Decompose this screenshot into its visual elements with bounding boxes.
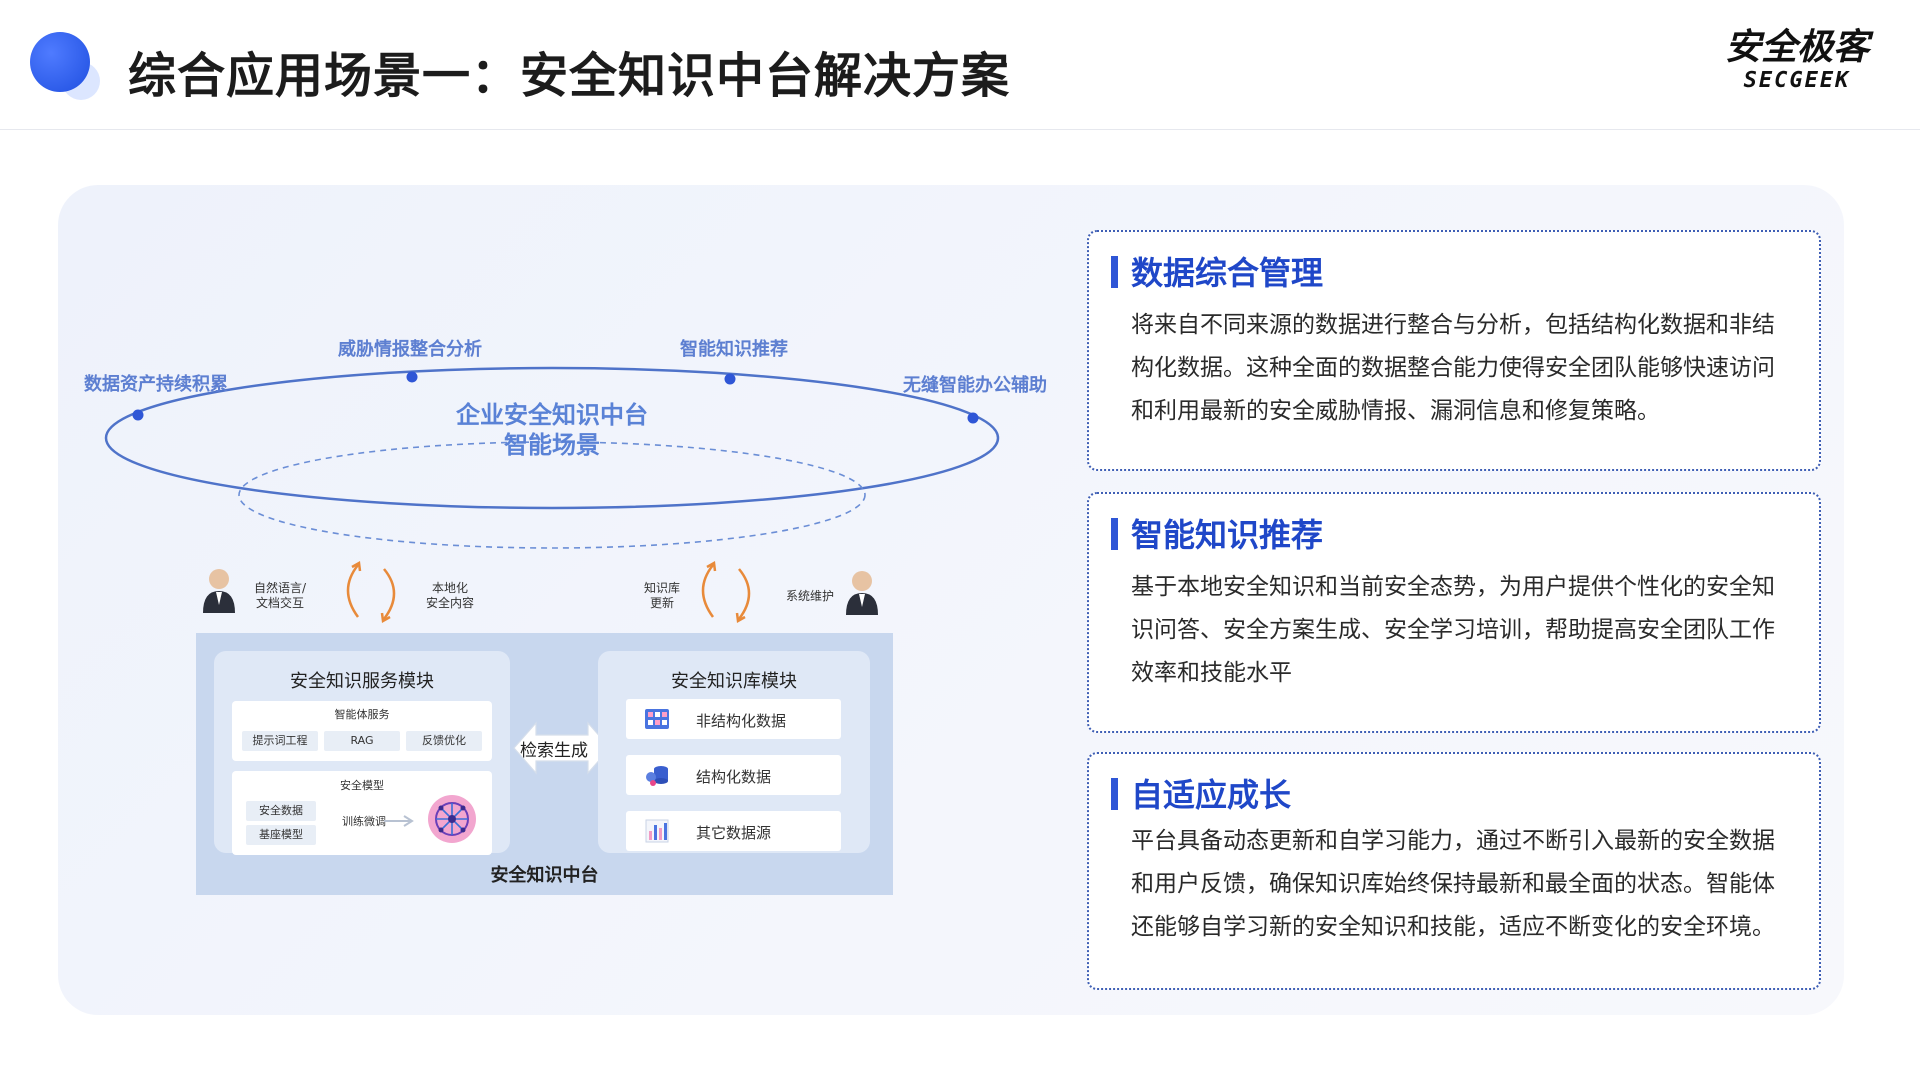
card-title: 自适应成长 [1131, 776, 1292, 814]
ring-center-title: 企业安全知识中台 智能场景 [452, 400, 652, 460]
left-interaction-label-right: 本地化 安全内容 [426, 581, 474, 611]
chip-security-data: 安全数据 [246, 801, 316, 821]
chip-feedback-optimization: 反馈优化 [406, 731, 482, 751]
lib-item-structured-label: 结构化数据 [696, 768, 772, 786]
platform-title: 安全知识中台 [490, 865, 599, 886]
agent-service-title: 智能体服务 [334, 708, 390, 721]
grid-data-icon [645, 709, 669, 729]
train-finetune-label: 训练微调 [342, 815, 386, 828]
library-module-title: 安全知识库模块 [671, 671, 797, 692]
database-icon [646, 766, 668, 786]
right-exchange-arrows-icon [701, 560, 751, 624]
ring-center-line-2: 智能场景 [504, 431, 600, 459]
ring-node-4 [967, 412, 979, 424]
library-module: 安全知识库模块 非结构化数据 [598, 651, 870, 853]
architecture-diagram: 数据资产持续积累 威胁情报整合分析 智能知识推荐 无缝智能办公辅助 企业安全知识… [58, 185, 1058, 1015]
service-module: 安全知识服务模块 智能体服务 提示词工程 RAG 反馈优化 安全模型 安全数据 … [214, 651, 510, 855]
page-title: 综合应用场景一：安全知识中台解决方案 [128, 48, 1011, 104]
knowledge-platform: 安全知识服务模块 智能体服务 提示词工程 RAG 反馈优化 安全模型 安全数据 … [196, 633, 893, 895]
ring-label-data-assets: 数据资产持续积累 [84, 374, 228, 395]
diagram-rings [104, 366, 1000, 624]
retrieval-generation-label: 检索生成 [520, 741, 588, 761]
ring-node-2 [406, 371, 418, 383]
service-module-title: 安全知识服务模块 [290, 671, 434, 692]
card-body: 将来自不同来源的数据进行整合与分析，包括结构化数据和非结构化数据。这种全面的数据… [1131, 312, 1775, 424]
kb-update-line-1: 知识库 [644, 581, 681, 595]
user-person-icon [203, 569, 235, 613]
header: 综合应用场景一：安全知识中台解决方案 安全极客 SECGEEK [0, 0, 1920, 130]
right-interaction-label-left: 知识库 更新 [644, 581, 680, 611]
chip-prompt-engineering: 提示词工程 [242, 731, 318, 751]
card-accent-bar [1111, 256, 1118, 288]
train-arrow-icon [384, 815, 414, 827]
ring-label-office-assist: 无缝智能办公辅助 [903, 375, 1047, 396]
card-accent-bar [1111, 518, 1118, 550]
logo-en-text: SECGEEK [1743, 68, 1851, 93]
local-content-line-1: 本地化 [432, 581, 469, 595]
nl-doc-line-1: 自然语言/ [254, 581, 307, 595]
card-body: 基于本地安全知识和当前安全态势，为用户提供个性化的安全知识问答、安全方案生成、安… [1131, 574, 1775, 686]
left-exchange-arrows-icon [346, 560, 396, 624]
bar-chart-icon [645, 819, 669, 843]
brand-logo: 安全极客 SECGEEK [1722, 26, 1872, 93]
card-accent-bar [1111, 778, 1118, 810]
card-adaptive-growth: 自适应成长 平台具备动态更新和自学习能力，通过不断引入最新的安全数据和用户反馈，… [1087, 752, 1821, 990]
agent-service-box: 智能体服务 提示词工程 RAG 反馈优化 [232, 701, 492, 761]
ring-label-threat-intel: 威胁情报整合分析 [338, 339, 482, 360]
logo-cn-text: 安全极客 [1724, 26, 1869, 68]
security-model-title: 安全模型 [340, 779, 384, 792]
inner-dashed-ring [238, 441, 866, 549]
card-title: 数据综合管理 [1131, 254, 1324, 292]
neural-brain-icon [428, 795, 476, 843]
lib-item-unstructured: 非结构化数据 [626, 699, 841, 739]
lib-item-other-label: 其它数据源 [696, 824, 772, 842]
ring-center-line-1: 企业安全知识中台 [456, 401, 648, 429]
ring-node-3 [724, 373, 736, 385]
chip-rag: RAG [324, 731, 400, 751]
security-model-box: 安全模型 安全数据 基座模型 训练微调 [232, 771, 492, 855]
ring-label-recommend: 智能知识推荐 [680, 339, 788, 360]
lib-item-other: 其它数据源 [626, 811, 841, 851]
card-title: 智能知识推荐 [1131, 516, 1324, 554]
outer-ring [104, 366, 1000, 510]
admin-person-icon [846, 571, 878, 615]
lib-item-structured: 结构化数据 [626, 755, 841, 795]
chip-base-model: 基座模型 [246, 825, 316, 845]
kb-update-line-2: 更新 [650, 596, 675, 610]
card-body: 平台具备动态更新和自学习能力，通过不断引入最新的安全数据和用户反馈，确保知识库始… [1131, 828, 1775, 940]
card-smart-recommend: 智能知识推荐 基于本地安全知识和当前安全态势，为用户提供个性化的安全知识问答、安… [1087, 492, 1821, 733]
nl-doc-line-2: 文档交互 [256, 596, 305, 610]
left-interaction-label-left: 自然语言/ 文档交互 [254, 581, 306, 611]
local-content-line-2: 安全内容 [426, 596, 475, 610]
right-interaction-label-right: 系统维护 [786, 589, 835, 603]
title-dot-icon [30, 32, 90, 92]
ring-node-1 [132, 409, 144, 421]
card-data-management: 数据综合管理 将来自不同来源的数据进行整合与分析，包括结构化数据和非结构化数据。… [1087, 230, 1821, 471]
lib-item-unstructured-label: 非结构化数据 [696, 712, 787, 730]
